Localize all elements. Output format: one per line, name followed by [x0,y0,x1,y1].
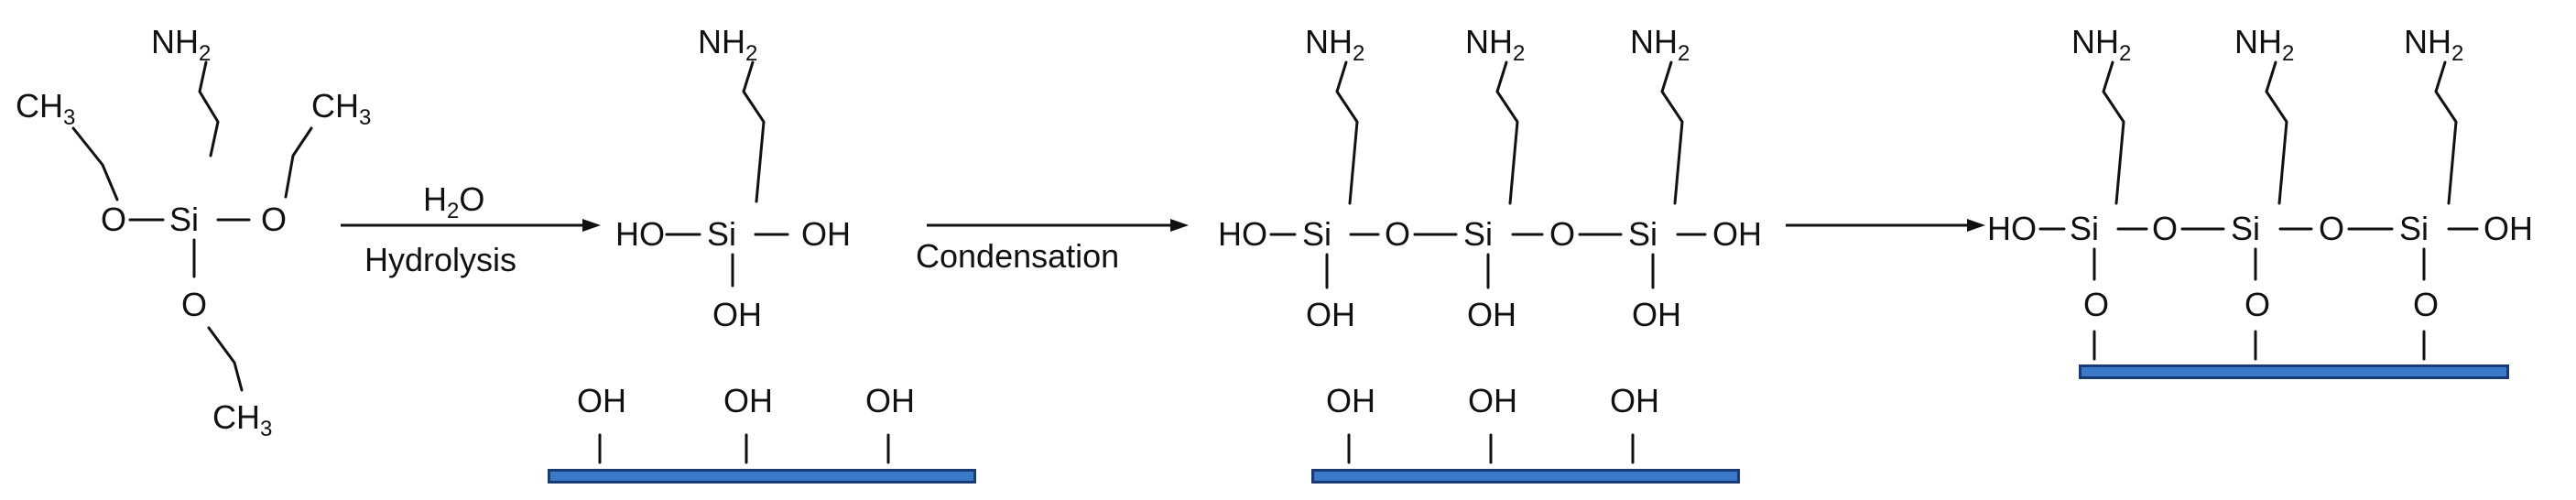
surface-oh: OH [1468,382,1517,419]
siloxane-oligomer-1: NH2 NH2 NH2 HO Si O Si O Si OH OH OH OH [1218,23,1762,333]
propyl-chain [1495,60,1519,205]
propyl-chain [1335,60,1359,205]
oh-bottom: OH [1467,296,1516,333]
oh-bottom: OH [712,296,762,333]
si-atom: Si [1302,215,1331,253]
ethoxy-left-bond [71,126,119,201]
substrate-fill [1314,472,1737,481]
oh-right: OH [801,215,851,253]
hydroxylated-surface-1: OH OH OH [548,382,976,484]
nh2-group: NH2 [1465,23,1525,66]
o-bottom: O [181,286,207,323]
bridging-o: O [2319,210,2344,247]
si-atom: Si [2399,210,2429,247]
bridging-o: O [1549,215,1575,253]
oh-bottom: OH [1632,296,1681,333]
anchoring-o: O [2083,286,2109,323]
surface-oh: OH [1326,382,1375,419]
condensation-label: Condensation [916,237,1119,275]
ethoxy-bottom-bond [207,326,244,392]
propyl-chain [742,60,766,203]
hydrolysis-arrow: H2O Hydrolysis [341,180,601,278]
propyl-chain [1660,60,1684,205]
nh2-group: NH2 [1630,23,1690,66]
water-reagent: H2O [423,180,484,223]
si-atom: Si [1628,215,1658,253]
propyl-chain [198,60,220,158]
o-right: O [261,201,287,238]
precursor-silane: NH2 CH3 CH3 O Si O O CH3 [16,23,371,441]
bridging-o: O [1385,215,1410,253]
anchoring-o: O [2244,286,2270,323]
si-atom: Si [1463,215,1493,253]
oh-group: OH [2484,210,2533,247]
si-atom: Si [707,215,736,253]
nh2-group: NH2 [2234,23,2294,66]
si-atom: Si [2231,210,2260,247]
ho-group: HO [615,215,665,253]
grafting-arrow [1786,219,1985,232]
nh2-group: NH2 [698,23,757,66]
propyl-chain [2102,60,2125,205]
hydrolysis-label: Hydrolysis [364,241,516,278]
o-left: O [101,201,126,238]
si-atom: Si [169,201,199,238]
si-atom: Si [2070,210,2099,247]
nh2-group: NH2 [1305,23,1364,66]
surface-oh: OH [1610,382,1659,419]
oh-bottom: OH [1306,296,1355,333]
arrow-3-head [1967,219,1985,232]
hydroxylated-surface-2: OH OH OH [1311,382,1740,484]
surface-oh: OH [577,382,626,419]
ho-group: HO [1218,215,1267,253]
propyl-chain [2265,60,2288,205]
silanetriol: NH2 HO Si OH OH [615,23,851,333]
oh-group: OH [1712,215,1762,253]
anchoring-o: O [2413,286,2439,323]
ch3-left: CH3 [16,87,75,130]
nh2-group: NH2 [151,23,211,66]
ethoxy-right-bond [284,126,313,199]
ch3-bottom: CH3 [212,398,272,441]
propyl-chain [2434,60,2458,205]
ho-group: HO [1987,210,2037,247]
condensation-arrow: Condensation [916,219,1189,275]
grafted-siloxane: NH2 NH2 NH2 HO Si O Si O Si OH O O O [1987,23,2533,379]
surface-oh: OH [865,382,915,419]
substrate-fill [2081,367,2506,376]
surface-oh: OH [723,382,773,419]
nh2-group: NH2 [2071,23,2131,66]
nh2-group: NH2 [2404,23,2463,66]
arrow-1-head [582,219,601,232]
bridging-o: O [2152,210,2178,247]
arrow-2-head [1170,219,1189,232]
ch3-right: CH3 [311,87,371,130]
substrate-fill [550,472,973,481]
